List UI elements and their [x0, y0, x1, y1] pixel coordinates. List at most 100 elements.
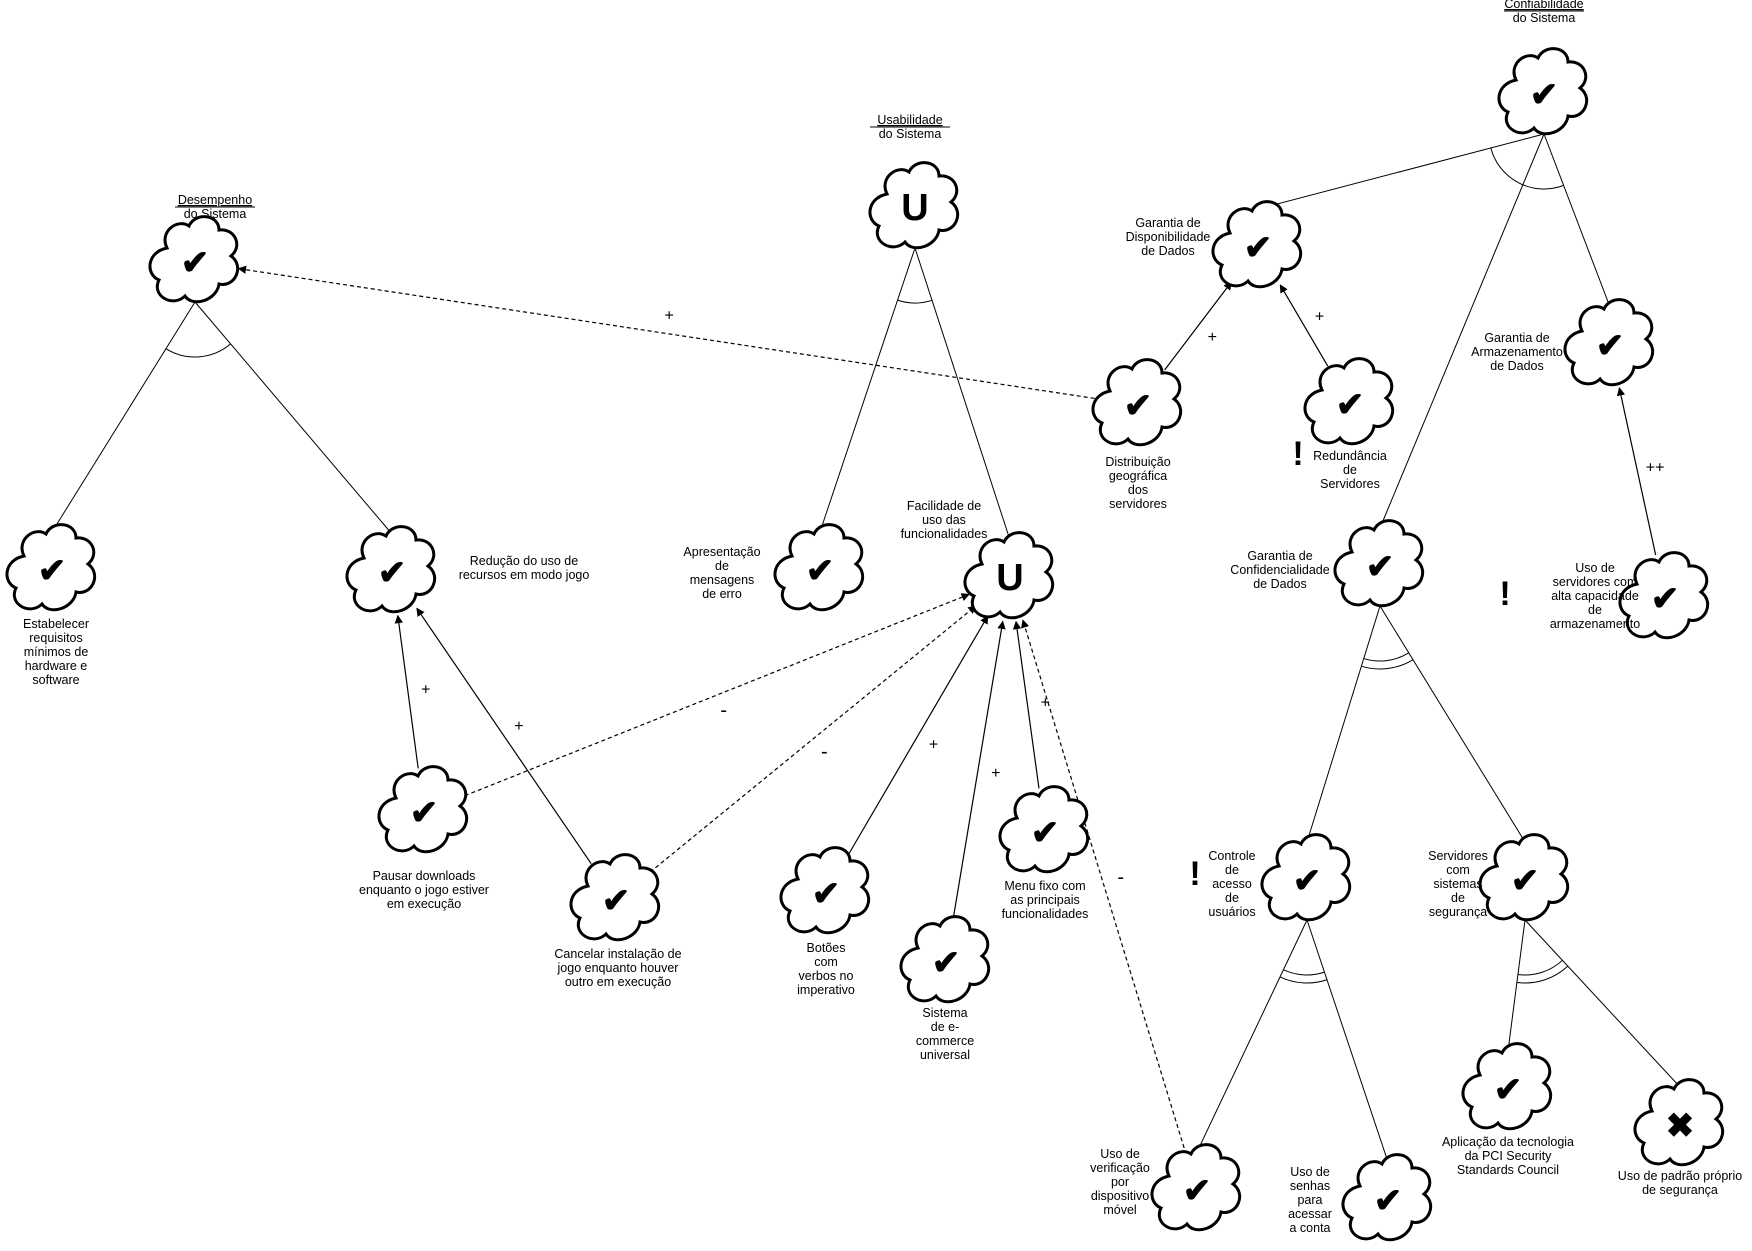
softgoal-label: Uso de — [1575, 561, 1615, 575]
softgoal-label: uso das — [922, 513, 966, 527]
softgoal-armazenamento[interactable]: ✔ — [1563, 298, 1655, 387]
critical-exclamation-icon: ! — [1499, 575, 1510, 613]
softgoal-label: segurança — [1429, 905, 1487, 919]
softgoal-label: Garantia de — [1484, 331, 1549, 345]
softgoal-disponibilidade[interactable]: ✔ — [1211, 200, 1303, 289]
contribution-link — [416, 607, 592, 865]
status-undecided-icon: U — [901, 187, 928, 229]
decomposition-arc — [897, 299, 933, 304]
softgoal-label: armazenamento — [1550, 617, 1640, 631]
softgoal-label: de Dados — [1141, 244, 1195, 258]
softgoal-title: Desempenho — [178, 193, 252, 207]
softgoal-requisitos[interactable]: ✔ — [5, 523, 97, 612]
softgoal-redundancia[interactable]: ✔ — [1303, 357, 1395, 446]
decomposition-link — [1507, 919, 1526, 1052]
softgoal-label: alta capacidade — [1551, 589, 1639, 603]
softgoal-reducao[interactable]: ✔ — [345, 525, 437, 614]
softgoal-usabilidade[interactable]: U — [868, 161, 960, 250]
softgoal-label: servidores com — [1553, 575, 1638, 589]
softgoal-mensagens[interactable]: ✔ — [773, 523, 865, 612]
softgoal-senhas[interactable]: ✔ — [1341, 1153, 1433, 1242]
softgoal-label: Uso de — [1290, 1165, 1330, 1179]
decomposition-link — [1306, 605, 1381, 843]
softgoal-label: de erro — [702, 587, 742, 601]
softgoal-label: Confidencialidade — [1230, 563, 1329, 577]
softgoal-verificacao[interactable]: ✔ — [1150, 1143, 1242, 1232]
decomposition-link — [1196, 919, 1308, 1153]
decomposition-link — [1524, 919, 1681, 1088]
decomposition-arc — [165, 343, 231, 358]
softgoal-label: Botões — [807, 941, 846, 955]
contribution-label: + — [991, 765, 1000, 782]
status-satisficed-icon: ✔ — [1183, 1172, 1212, 1210]
status-satisficed-icon: ✔ — [1244, 229, 1273, 267]
critical-exclamation-icon: ! — [1189, 855, 1200, 893]
softgoal-label: de — [1225, 863, 1239, 877]
softgoal-label: Uso de padrão próprio — [1618, 1169, 1742, 1183]
status-satisficed-icon: ✔ — [410, 794, 439, 832]
status-satisficed-icon: ✔ — [1530, 76, 1559, 114]
softgoal-controle[interactable]: ✔ — [1260, 833, 1352, 922]
contribution-label: - — [720, 700, 727, 722]
critical-exclamation-icon: ! — [1292, 435, 1303, 473]
softgoal-label: Garantia de — [1135, 216, 1200, 230]
softgoal-label: Disponibilidade — [1126, 230, 1211, 244]
softgoal-cancelar[interactable]: ✔ — [569, 853, 661, 942]
softgoal-label: Facilidade de — [907, 499, 981, 513]
softgoal-label: Controle — [1208, 849, 1255, 863]
softgoal-label: Redundância — [1313, 449, 1387, 463]
softgoal-title: Usabilidade — [877, 113, 942, 127]
softgoal-pci[interactable]: ✔ — [1461, 1042, 1553, 1131]
softgoal-facilidade[interactable]: U — [963, 531, 1055, 620]
softgoal-label: software — [32, 673, 79, 687]
softgoal-title: do Sistema — [184, 207, 247, 221]
contribution-link — [1164, 281, 1232, 371]
decomposition-arc — [1517, 959, 1563, 976]
decomposition-link — [194, 301, 393, 535]
status-satisficed-icon: ✔ — [1596, 327, 1625, 365]
status-denied-icon: ✖ — [1666, 1107, 1695, 1145]
softgoal-alta_capacidade[interactable]: ✔ — [1618, 551, 1710, 640]
softgoal-botoes[interactable]: ✔ — [779, 846, 871, 935]
softgoal-distribuicao[interactable]: ✔ — [1091, 358, 1183, 447]
softgoal-desempenho[interactable]: ✔ — [148, 215, 240, 304]
softgoal-label: jogo enquanto houver — [557, 961, 679, 975]
softgoal-label: universal — [920, 1048, 970, 1062]
decomposition-link — [1543, 133, 1611, 308]
contribution-link — [1616, 387, 1657, 556]
softgoal-label: mensagens — [690, 573, 755, 587]
softgoal-label: usuários — [1208, 905, 1255, 919]
decomposition-link — [1379, 133, 1545, 529]
contribution-label: + — [514, 718, 523, 735]
softgoal-label: para — [1297, 1193, 1322, 1207]
status-satisficed-icon: ✔ — [1494, 1071, 1523, 1109]
links-layer — [51, 133, 1681, 1163]
contribution-label: + — [665, 308, 674, 325]
status-satisficed-icon: ✔ — [378, 554, 407, 592]
softgoal-padrao_proprio[interactable]: ✖ — [1633, 1078, 1725, 1167]
softgoal-confidencialidade[interactable]: ✔ — [1333, 519, 1425, 608]
softgoal-pausar[interactable]: ✔ — [377, 765, 469, 854]
decomposition-arc — [1363, 652, 1410, 662]
status-satisficed-icon: ✔ — [1336, 386, 1365, 424]
softgoal-label: de e- — [931, 1020, 960, 1034]
softgoal-label: a conta — [1289, 1221, 1330, 1235]
softgoal-ecommerce[interactable]: ✔ — [899, 915, 991, 1004]
softgoal-servidores_seg[interactable]: ✔ — [1478, 833, 1570, 922]
softgoal-label: de Dados — [1490, 359, 1544, 373]
decomposition-link — [1257, 133, 1545, 210]
status-satisficed-icon: ✔ — [1651, 580, 1680, 618]
softgoal-menu[interactable]: ✔ — [998, 785, 1090, 874]
contribution-label: + — [421, 682, 430, 699]
softgoal-label: Servidores — [1428, 849, 1488, 863]
softgoal-confiabilidade[interactable]: ✔ — [1497, 47, 1589, 136]
softgoal-title: Confiabilidade — [1504, 0, 1583, 11]
decomposition-arc — [1361, 659, 1414, 670]
contribution-label: - — [821, 741, 828, 763]
softgoal-label: senhas — [1290, 1179, 1330, 1193]
softgoal-label: outro em execução — [565, 975, 671, 989]
softgoal-label: de — [715, 559, 729, 573]
softgoal-label: funcionalidades — [901, 527, 988, 541]
softgoal-label: as principais — [1010, 893, 1079, 907]
softgoal-label: da PCI Security — [1465, 1149, 1553, 1163]
